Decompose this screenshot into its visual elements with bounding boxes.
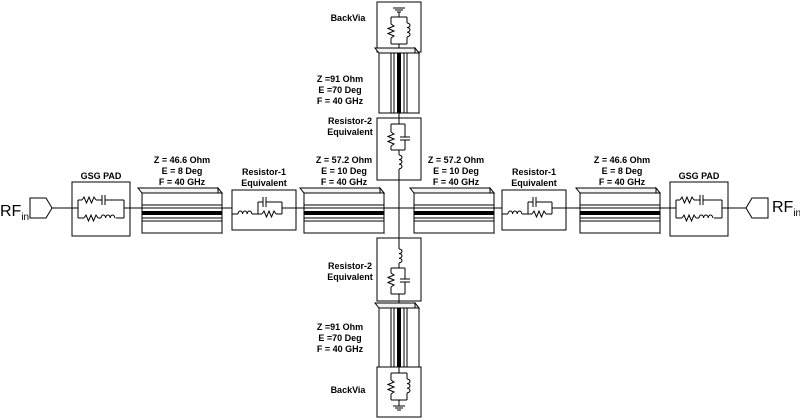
resistor2-bottom-network-icon <box>387 238 410 301</box>
tline-outer-left-z: Z = 46.6 Ohm <box>154 155 210 165</box>
backvia-top: BackVia <box>331 1 422 53</box>
resistor1-right-label-2: Equivalent <box>511 178 557 188</box>
tline-vertical-bottom-block <box>374 302 420 369</box>
tline-inner-right-e: E = 10 Deg <box>433 166 479 176</box>
rf-port-right: RFin <box>745 197 800 219</box>
tline-outer-left-e: E = 8 Deg <box>162 166 203 176</box>
tline-outer-right: Z = 46.6 Ohm E = 8 Deg F = 40 GHz <box>575 155 661 234</box>
tline-vertical-top-block <box>374 47 420 114</box>
resistor1-left-label-2: Equivalent <box>241 178 287 188</box>
tline-inner-left-z: Z = 57.2 Ohm <box>316 155 372 165</box>
rf-in-right-label: RFin <box>772 199 800 219</box>
backvia-top-ground-icon <box>387 7 411 52</box>
gsg-pad-left-network-icon <box>72 195 130 222</box>
resistor1-left-network-icon <box>232 197 296 218</box>
resistor1-left: Resistor-1 Equivalent <box>231 167 297 231</box>
tline-outer-left-block <box>137 187 223 234</box>
backvia-bottom-ground-icon <box>387 367 411 411</box>
tline-vertical-top-f: F = 40 GHz <box>317 96 364 106</box>
resistor1-right: Resistor-1 Equivalent <box>501 167 567 231</box>
port-left-icon <box>29 197 53 219</box>
resistor2-top-label-2: Equivalent <box>327 127 373 137</box>
tline-outer-right-z: Z = 46.6 Ohm <box>594 155 650 165</box>
gsg-pad-left-label: GSG PAD <box>81 171 122 181</box>
tline-outer-right-f: F = 40 GHz <box>599 177 646 187</box>
resistor2-top-label-1: Resistor-2 <box>328 116 372 126</box>
resistor1-right-label-1: Resistor-1 <box>512 167 556 177</box>
rf-in-left-label: RFin <box>0 203 29 223</box>
tline-inner-left: Z = 57.2 Ohm E = 10 Deg F = 40 GHz <box>299 155 385 234</box>
resistor2-bottom: Resistor-2 Equivalent <box>327 237 422 302</box>
tline-outer-left-f: F = 40 GHz <box>159 177 206 187</box>
gsg-pad-right-label: GSG PAD <box>679 171 720 181</box>
tline-outer-right-e: E = 8 Deg <box>602 166 643 176</box>
tline-outer-left: Z = 46.6 Ohm E = 8 Deg F = 40 GHz <box>137 155 223 234</box>
tline-inner-left-block <box>299 187 385 234</box>
tline-vertical-bottom-f: F = 40 GHz <box>317 344 364 354</box>
resistor1-left-label-1: Resistor-1 <box>242 167 286 177</box>
resistor2-bottom-label-1: Resistor-2 <box>328 261 372 271</box>
rf-port-left: RFin <box>0 197 53 223</box>
tline-inner-right-f: F = 40 GHz <box>433 177 480 187</box>
backvia-bottom: BackVia <box>331 366 422 418</box>
tline-inner-right-z: Z = 57.2 Ohm <box>428 155 484 165</box>
port-right-icon <box>745 197 769 219</box>
tline-vertical-top-z: Z =91 Ohm <box>317 74 363 84</box>
backvia-bottom-label: BackVia <box>331 385 367 395</box>
gsg-pad-left: GSG PAD <box>71 171 131 237</box>
tline-vertical-bottom: Z =91 Ohm E =70 Deg F = 40 GHz <box>317 302 420 369</box>
backvia-top-label: BackVia <box>331 13 367 23</box>
tline-inner-right: Z = 57.2 Ohm E = 10 Deg F = 40 GHz <box>409 155 495 234</box>
resistor2-top: Resistor-2 Equivalent <box>327 116 422 181</box>
tline-outer-right-block <box>575 187 661 234</box>
tline-inner-left-f: F = 40 GHz <box>321 177 368 187</box>
resistor1-right-network-icon <box>502 197 566 218</box>
tline-inner-left-e: E = 10 Deg <box>321 166 367 176</box>
tline-vertical-bottom-z: Z =91 Ohm <box>317 322 363 332</box>
tline-vertical-top-e: E =70 Deg <box>318 85 361 95</box>
tline-inner-right-block <box>409 187 495 234</box>
tline-vertical-top: Z =91 Ohm E =70 Deg F = 40 GHz <box>317 47 420 114</box>
resistor2-bottom-label-2: Equivalent <box>327 272 373 282</box>
resistor2-top-network-icon <box>387 118 410 180</box>
gsg-pad-right-network-icon <box>670 195 728 222</box>
tline-vertical-bottom-e: E =70 Deg <box>318 333 361 343</box>
gsg-pad-right: GSG PAD <box>669 171 729 237</box>
